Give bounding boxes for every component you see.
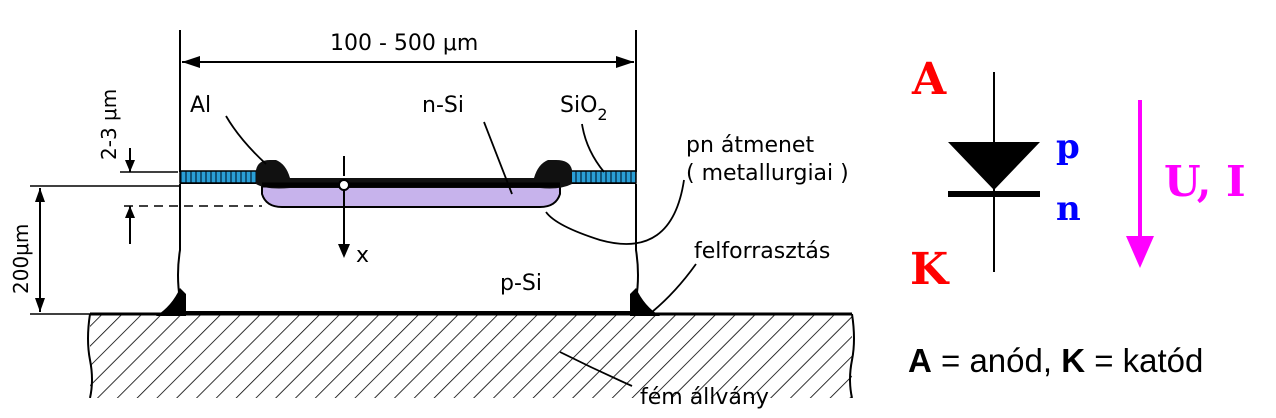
x-axis-arrow	[338, 244, 350, 258]
n-si-label: n-Si	[422, 93, 464, 118]
oxide-thickness-dimension	[120, 148, 262, 244]
solder-label: felforrasztás	[694, 239, 830, 264]
x-axis-label: x	[356, 243, 369, 268]
p-si-chip	[177, 184, 639, 313]
thickness-dimension	[30, 185, 180, 315]
solder-left	[156, 288, 186, 316]
thickness-dim-label: 200μm	[9, 224, 33, 294]
junction-label-1: pn átmenet	[686, 133, 814, 158]
oxide-leader	[581, 123, 605, 173]
width-dimension	[179, 26, 637, 172]
cross-section: 100 - 500 μm 2-3 μm 200μm Al n-Si SiO2 p…	[9, 26, 855, 418]
anode-symbol: A	[911, 54, 947, 105]
base-leader	[559, 351, 633, 387]
solder-right	[630, 288, 660, 316]
diode-symbol: A K p n U, I	[910, 54, 1246, 295]
junction-leader	[545, 179, 685, 245]
n-side-label: n	[1056, 189, 1081, 229]
al-label: Al	[190, 93, 211, 118]
diode-triangle	[948, 142, 1040, 190]
origin-marker	[338, 179, 350, 191]
n-si-leader	[483, 121, 513, 195]
metal-base	[87, 312, 855, 418]
p-si-label: p-Si	[500, 271, 542, 296]
cathode-symbol: K	[910, 244, 950, 295]
junction-label-2: ( metallurgiai )	[686, 161, 849, 186]
width-dim-label: 100 - 500 μm	[330, 31, 478, 56]
solder-leader	[651, 263, 697, 313]
al-contact	[256, 160, 572, 189]
oxide-label: SiO2	[560, 93, 608, 124]
p-side-label: p	[1056, 127, 1080, 167]
current-arrowhead	[1126, 236, 1154, 268]
base-label: fém állvány	[640, 385, 769, 410]
oxide-dim-label: 2-3 μm	[97, 89, 121, 160]
al-leader	[225, 115, 267, 165]
current-label: U, I	[1164, 157, 1246, 206]
legend: A = anód, K = katód	[908, 342, 1203, 379]
